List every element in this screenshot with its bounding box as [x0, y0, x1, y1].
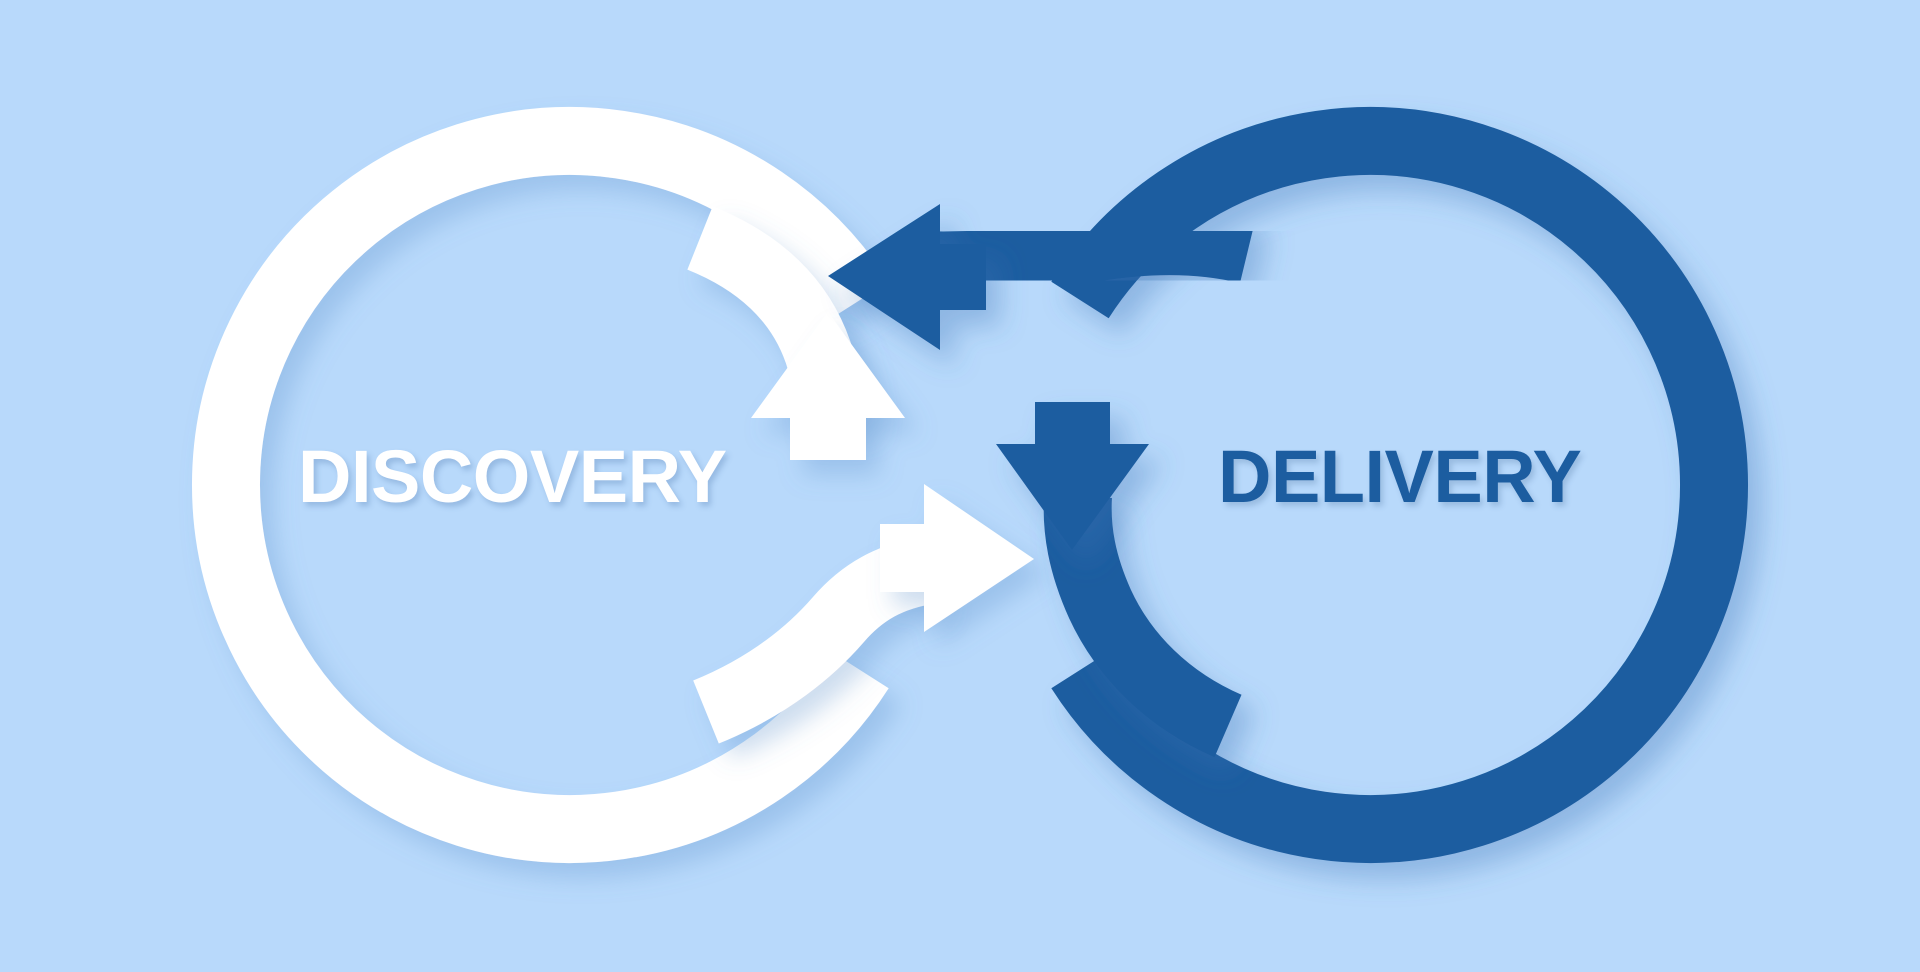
delivery-down-arrowhead [996, 402, 1149, 550]
discovery-loop-group [192, 107, 1034, 863]
discovery-label: DISCOVERY [298, 435, 727, 518]
discovery-ring [192, 107, 889, 863]
delivery-ring [1051, 107, 1748, 863]
discovery-right-arrowhead [880, 484, 1034, 632]
discovery-up-arrowhead [751, 312, 905, 460]
delivery-loop-group [828, 107, 1748, 863]
delivery-label: DELIVERY [1218, 435, 1582, 518]
delivery-left-arrowhead [828, 204, 986, 350]
